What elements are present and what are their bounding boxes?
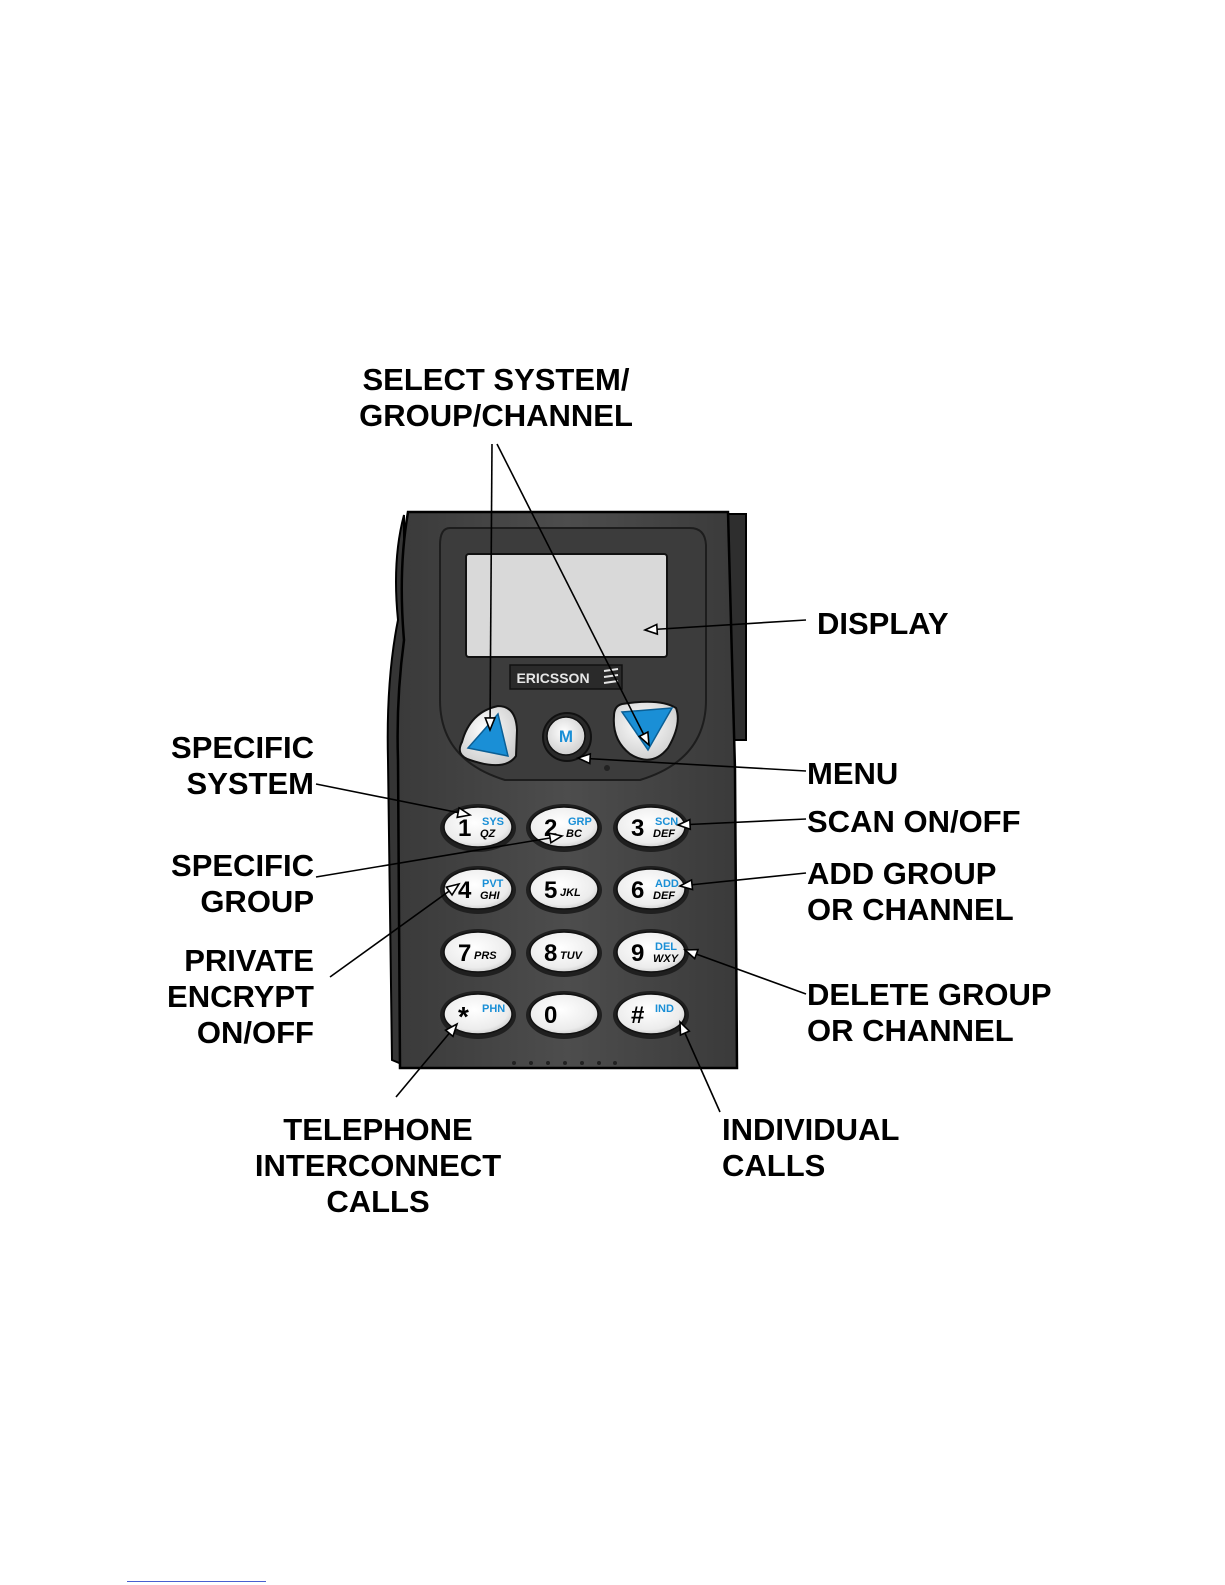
key-function-label: ADD: [655, 878, 679, 890]
callout-select-system-group-channel: SELECT SYSTEM/ GROUP/CHANNEL: [342, 362, 650, 434]
callout-line: OR CHANNEL: [807, 1013, 1052, 1049]
key-function-label: DEL: [655, 941, 677, 953]
brand-logo-text: ERICSSON: [516, 670, 589, 686]
callout-line: DISPLAY: [817, 606, 949, 642]
callout-line: SYSTEM: [120, 766, 314, 802]
callout-specific-group: SPECIFIC GROUP: [120, 848, 314, 920]
callout-add-group-or-channel: ADD GROUP OR CHANNEL: [807, 856, 1014, 928]
key-letters: DEF: [653, 890, 675, 902]
key-letters: BC: [566, 828, 583, 840]
footer-rule: [127, 1581, 266, 1582]
callout-line: TELEPHONE: [240, 1112, 516, 1148]
key-letters: PRS: [474, 950, 497, 962]
key-letters: QZ: [480, 828, 497, 840]
callout-line: ON/OFF: [120, 1015, 314, 1051]
key-letters: GHI: [480, 890, 501, 902]
key-0[interactable]: 0: [526, 991, 602, 1039]
key-number: 4: [458, 877, 472, 904]
mic-hole: [604, 765, 610, 771]
callout-line: INDIVIDUAL: [722, 1112, 899, 1148]
callout-display: DISPLAY: [817, 606, 949, 642]
key-function-label: IND: [655, 1003, 674, 1015]
key-number: *: [458, 1001, 469, 1032]
display-screen: [466, 554, 667, 657]
callout-line: GROUP/CHANNEL: [342, 398, 650, 434]
key-number: 9: [631, 940, 644, 967]
key-function-label: PHN: [482, 1003, 505, 1015]
key-function-label: GRP: [568, 816, 592, 828]
callout-private-encrypt-on-off: PRIVATE ENCRYPT ON/OFF: [120, 943, 314, 1051]
key-number: 5: [544, 877, 557, 904]
callout-line: CALLS: [240, 1184, 516, 1220]
key-number: 0: [544, 1002, 557, 1029]
key-number: 1: [458, 815, 471, 842]
key-number: 8: [544, 940, 557, 967]
key-letters: TUV: [560, 950, 584, 962]
callout-line: PRIVATE: [120, 943, 314, 979]
callout-line: MENU: [807, 756, 898, 792]
callout-line: SPECIFIC: [120, 730, 314, 766]
key-function-label: SCN: [655, 816, 678, 828]
key-number: 7: [458, 940, 471, 967]
callout-specific-system: SPECIFIC SYSTEM: [120, 730, 314, 802]
callout-line: OR CHANNEL: [807, 892, 1014, 928]
key-letters: JKL: [560, 887, 581, 899]
key-number: 6: [631, 877, 644, 904]
callout-line: CALLS: [722, 1148, 899, 1184]
callout-delete-group-or-channel: DELETE GROUP OR CHANNEL: [807, 977, 1052, 1049]
key-letters: DEF: [653, 828, 675, 840]
key-pound[interactable]: # IND: [613, 991, 689, 1039]
callout-line: ADD GROUP: [807, 856, 1014, 892]
key-function-label: PVT: [482, 878, 504, 890]
callout-menu: MENU: [807, 756, 898, 792]
callout-line: GROUP: [120, 884, 314, 920]
key-number: #: [631, 1002, 644, 1029]
callout-line: SPECIFIC: [120, 848, 314, 884]
callout-line: SELECT SYSTEM/: [342, 362, 650, 398]
callout-scan-on-off: SCAN ON/OFF: [807, 804, 1021, 840]
callout-line: DELETE GROUP: [807, 977, 1052, 1013]
menu-key-label: M: [559, 727, 573, 746]
menu-button[interactable]: M: [543, 713, 591, 761]
callout-line: INTERCONNECT: [240, 1148, 516, 1184]
callout-individual-calls: INDIVIDUAL CALLS: [722, 1112, 899, 1184]
key-number: 3: [631, 815, 644, 842]
callout-line: SCAN ON/OFF: [807, 804, 1021, 840]
key-letters: WXY: [653, 953, 680, 965]
callout-line: ENCRYPT: [120, 979, 314, 1015]
key-function-label: SYS: [482, 816, 504, 828]
callout-telephone-interconnect-calls: TELEPHONE INTERCONNECT CALLS: [240, 1112, 516, 1220]
